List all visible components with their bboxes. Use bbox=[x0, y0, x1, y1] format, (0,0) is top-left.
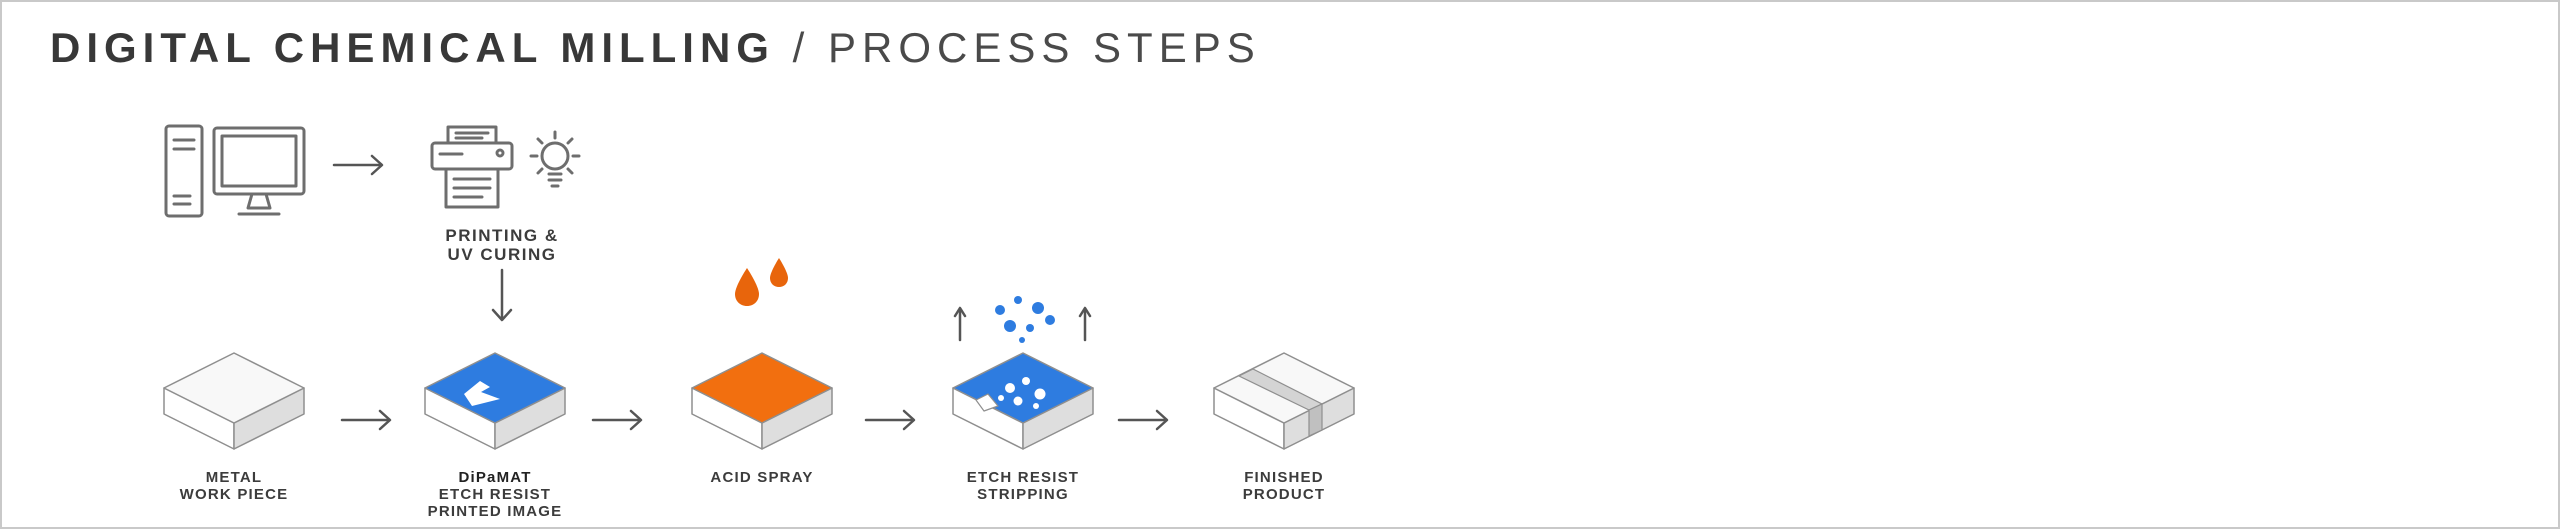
printer-icon bbox=[430, 125, 514, 209]
arrow-right-icon bbox=[332, 154, 384, 176]
step-label-etch-resist-stripping: ETCH RESIST STRIPPING bbox=[903, 469, 1143, 503]
arrow-right-icon bbox=[1117, 409, 1169, 431]
step-label-line: FINISHED bbox=[1244, 469, 1324, 486]
page-title: DIGITAL CHEMICAL MILLING / PROCESS STEPS bbox=[50, 24, 1261, 72]
metal-work-piece-illustration bbox=[163, 352, 305, 450]
step-label-etch-resist-printed-image: DiPaMAT ETCH RESIST PRINTED IMAGE bbox=[375, 469, 615, 520]
finished-product-illustration bbox=[1213, 352, 1355, 450]
prep-label-line1: PRINTING & bbox=[445, 226, 559, 245]
step-label-line: PRODUCT bbox=[1242, 486, 1326, 503]
computer-icon bbox=[164, 124, 306, 218]
acid-drops-icon bbox=[735, 258, 788, 306]
step-label-finished-product: FINISHED PRODUCT bbox=[1164, 469, 1404, 503]
step-label-line: STRIPPING bbox=[977, 486, 1069, 503]
bubbles-icon bbox=[953, 296, 1092, 343]
arrow-right-icon bbox=[340, 409, 392, 431]
title-separator: / bbox=[774, 24, 828, 71]
step-label-line: ETCH RESIST bbox=[966, 469, 1080, 486]
acid-spray-illustration bbox=[691, 352, 833, 450]
step-label-acid-spray: ACID SPRAY bbox=[642, 469, 882, 486]
arrow-down-icon bbox=[491, 268, 513, 322]
title-sub: PROCESS STEPS bbox=[827, 24, 1261, 71]
arrow-right-icon bbox=[591, 409, 643, 431]
arrow-up-icon bbox=[953, 306, 1092, 342]
uv-lamp-icon bbox=[529, 130, 581, 188]
step-label-line: DiPaMAT bbox=[458, 469, 532, 486]
step-label-line: METAL bbox=[205, 469, 263, 486]
printing-uv-curing-label: PRINTING & UV CURING bbox=[402, 226, 602, 264]
step-label-line: ACID SPRAY bbox=[710, 469, 814, 486]
prep-label-line2: UV CURING bbox=[447, 245, 557, 264]
step-label-line: ETCH RESIST bbox=[438, 486, 552, 503]
title-main: DIGITAL CHEMICAL MILLING bbox=[50, 24, 775, 71]
etch-resist-printed-image-illustration bbox=[424, 352, 566, 450]
step-label-line: PRINTED IMAGE bbox=[427, 503, 563, 520]
etch-resist-stripping-illustration bbox=[952, 352, 1094, 450]
step-label-line: WORK PIECE bbox=[179, 486, 289, 503]
arrow-right-icon bbox=[864, 409, 916, 431]
step-label-metal-work-piece: METAL WORK PIECE bbox=[114, 469, 354, 503]
